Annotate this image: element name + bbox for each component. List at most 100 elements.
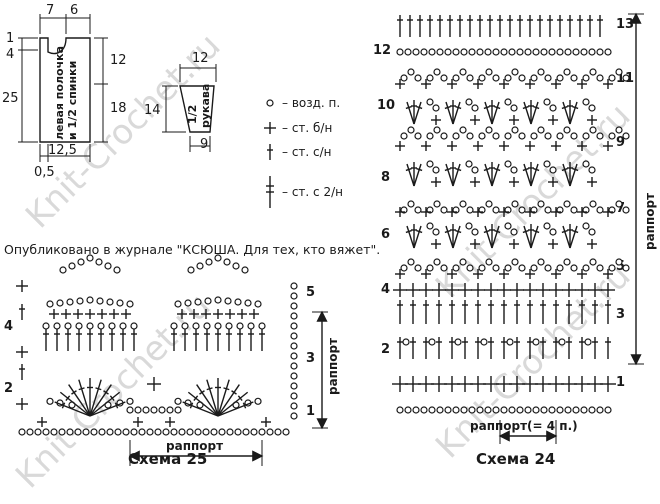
sc-stitch [603, 207, 613, 217]
chain-stitch [53, 322, 61, 330]
dc-stitch [437, 15, 443, 37]
dc-stitch [569, 101, 579, 125]
chain-stitch [26, 428, 34, 436]
pattern-left-front: 7 6 1 4 25 12 18 12,5 0,5 левая полочка … [2, 3, 127, 180]
chain-stitch [244, 299, 252, 307]
dc-stitch [217, 379, 230, 417]
sc-stitch [189, 309, 199, 319]
dc-stitch [226, 329, 232, 351]
chain-stitch [426, 74, 434, 82]
dc-stitch [567, 162, 573, 186]
dim-top-6: 6 [70, 3, 78, 18]
chain-stitch [428, 48, 436, 56]
chain-stitch [426, 160, 434, 168]
dim-left-1: 1 [6, 31, 14, 46]
chain-stitch [242, 428, 250, 436]
chain-stitch [556, 48, 564, 56]
chain-stitch [504, 222, 512, 230]
chain-stitch [588, 48, 596, 56]
dc-stitch [527, 300, 533, 324]
chain-stitch [290, 322, 298, 330]
sc-stitch [16, 280, 28, 292]
dc-stitch [436, 300, 442, 324]
dc-stitch [76, 329, 82, 351]
chain-stitch [50, 428, 58, 436]
sc-stitch [603, 269, 613, 279]
chain-stitch [162, 428, 170, 436]
sleeve-dim-left: 14 [144, 103, 161, 118]
chain-stitch [440, 206, 448, 214]
chain-stitch [74, 428, 82, 436]
chain-stitch [485, 68, 493, 76]
sleeve-outline [179, 85, 215, 133]
chain-stitch [604, 406, 612, 414]
sc-stitch [421, 141, 431, 151]
chain-stitch [194, 428, 202, 436]
dc-stitch [411, 224, 417, 248]
chain-stitch [400, 264, 408, 272]
chain-stitch [226, 428, 234, 436]
chain-stitch [106, 298, 114, 306]
sc-stitch [499, 141, 509, 151]
chain-stitch [459, 126, 467, 134]
dc-stitch [587, 15, 593, 37]
sc-stitch [509, 239, 519, 249]
sc-stitch [393, 283, 407, 297]
chain-stitch [407, 258, 415, 266]
chain-stitch [433, 68, 441, 76]
sc-stitch [431, 177, 441, 187]
chain-stitch [511, 126, 519, 134]
chain-stitch [530, 74, 538, 82]
chain-stitch [582, 132, 590, 140]
dim-right-12: 12 [110, 53, 127, 68]
sc-stitch [121, 309, 131, 319]
dc-stitch [120, 329, 126, 351]
dc-stitch [397, 15, 403, 37]
chain-stitch [66, 428, 74, 436]
chain-stitch [478, 74, 486, 82]
sc-stitch [536, 283, 550, 297]
chain-stitch [504, 98, 512, 106]
chain-stitch [556, 132, 564, 140]
dc-stitch [89, 384, 112, 417]
chain-stitch [563, 258, 571, 266]
sc-stitch [395, 141, 405, 151]
sc-stitch [261, 417, 271, 427]
sc-stitch [509, 177, 519, 187]
sleeve-label-1: 1/2 [186, 105, 199, 124]
dim-top-7: 7 [46, 3, 54, 18]
legend-tr-text: – ст. с 2/н [282, 185, 343, 199]
dc-stitch [98, 329, 104, 351]
scheme-24-stitches [392, 15, 630, 414]
dc-stitch [540, 337, 546, 359]
dc-stitch [467, 15, 473, 37]
sc-stitch [201, 309, 211, 319]
chain-stitch [570, 132, 578, 140]
chain-stitch [82, 428, 90, 436]
dc-stitch [527, 15, 533, 37]
sc-stitch [510, 283, 524, 297]
chain-stitch [254, 397, 262, 405]
chain-stitch [154, 428, 162, 436]
dc-stitch [182, 329, 188, 351]
sc-stitch [61, 309, 71, 319]
chain-stitch [186, 428, 194, 436]
chain-stitch [290, 402, 298, 410]
chain-stitch [589, 126, 597, 134]
chain-stitch [76, 297, 84, 305]
sc-stitch [509, 115, 519, 125]
scheme-24: Схема 24 раппорт(= 4 п.) раппорт 2468101… [373, 12, 657, 468]
dc-stitch [567, 224, 573, 248]
dc-stitch [483, 225, 493, 249]
sc-stitch [237, 309, 247, 319]
dc-stitch [528, 224, 534, 248]
chain-stitch [420, 48, 428, 56]
dc-stitch [507, 15, 513, 37]
chain-stitch [444, 48, 452, 56]
dc-stitch [423, 300, 429, 324]
dc-stitch [436, 337, 442, 359]
chain-stitch [290, 392, 298, 400]
sc-stitch [577, 207, 587, 217]
chain-stitch [407, 68, 415, 76]
